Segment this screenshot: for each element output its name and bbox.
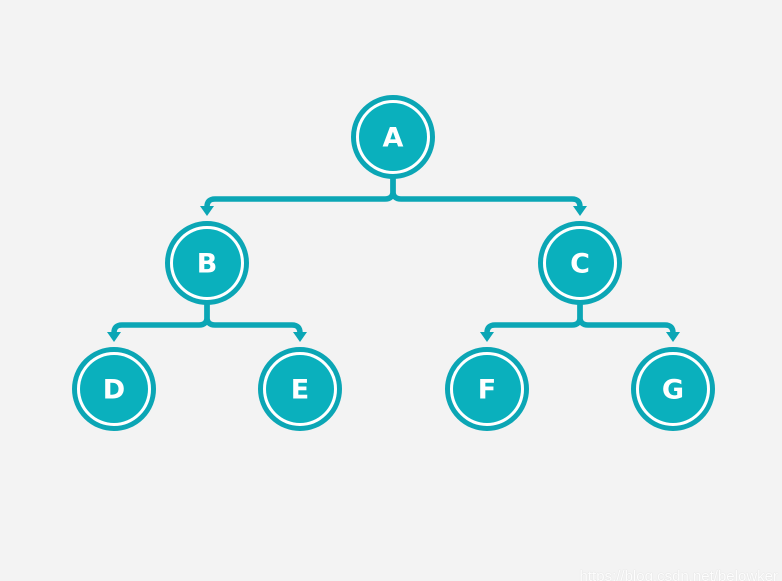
edge-A-C <box>390 176 583 210</box>
watermark-text: https://blog.csdn.net/belowker <box>579 568 778 581</box>
arrowhead-B-E <box>293 332 307 342</box>
node-label: C <box>570 249 590 280</box>
node-label: G <box>662 375 684 406</box>
node-label: D <box>103 375 125 406</box>
node-core <box>546 229 614 297</box>
node-label: B <box>197 249 218 280</box>
tree-node-g: G <box>631 347 715 431</box>
arrowhead-A-B <box>200 206 214 216</box>
tree-node-b: B <box>165 221 249 305</box>
edge-B-E <box>204 302 303 336</box>
node-label: A <box>383 123 404 154</box>
edge-C-F <box>484 302 583 336</box>
edge-A-B <box>204 176 396 210</box>
node-core <box>266 355 334 423</box>
tree-node-e: E <box>258 347 342 431</box>
arrowhead-C-F <box>480 332 494 342</box>
node-core <box>453 355 521 423</box>
tree-node-d: D <box>72 347 156 431</box>
node-label: F <box>478 375 496 406</box>
node-core <box>80 355 148 423</box>
edges-layer <box>107 176 680 342</box>
node-core <box>639 355 707 423</box>
tree-node-a: A <box>351 95 435 179</box>
node-core <box>359 103 427 171</box>
edge-B-D <box>111 302 210 336</box>
node-label: E <box>291 375 309 406</box>
edge-C-G <box>577 302 676 336</box>
arrowhead-B-D <box>107 332 121 342</box>
tree-node-f: F <box>445 347 529 431</box>
nodes-layer: A B C D E F G <box>72 95 715 431</box>
tree-node-c: C <box>538 221 622 305</box>
node-core <box>173 229 241 297</box>
arrowhead-C-G <box>666 332 680 342</box>
arrowhead-A-C <box>573 206 587 216</box>
